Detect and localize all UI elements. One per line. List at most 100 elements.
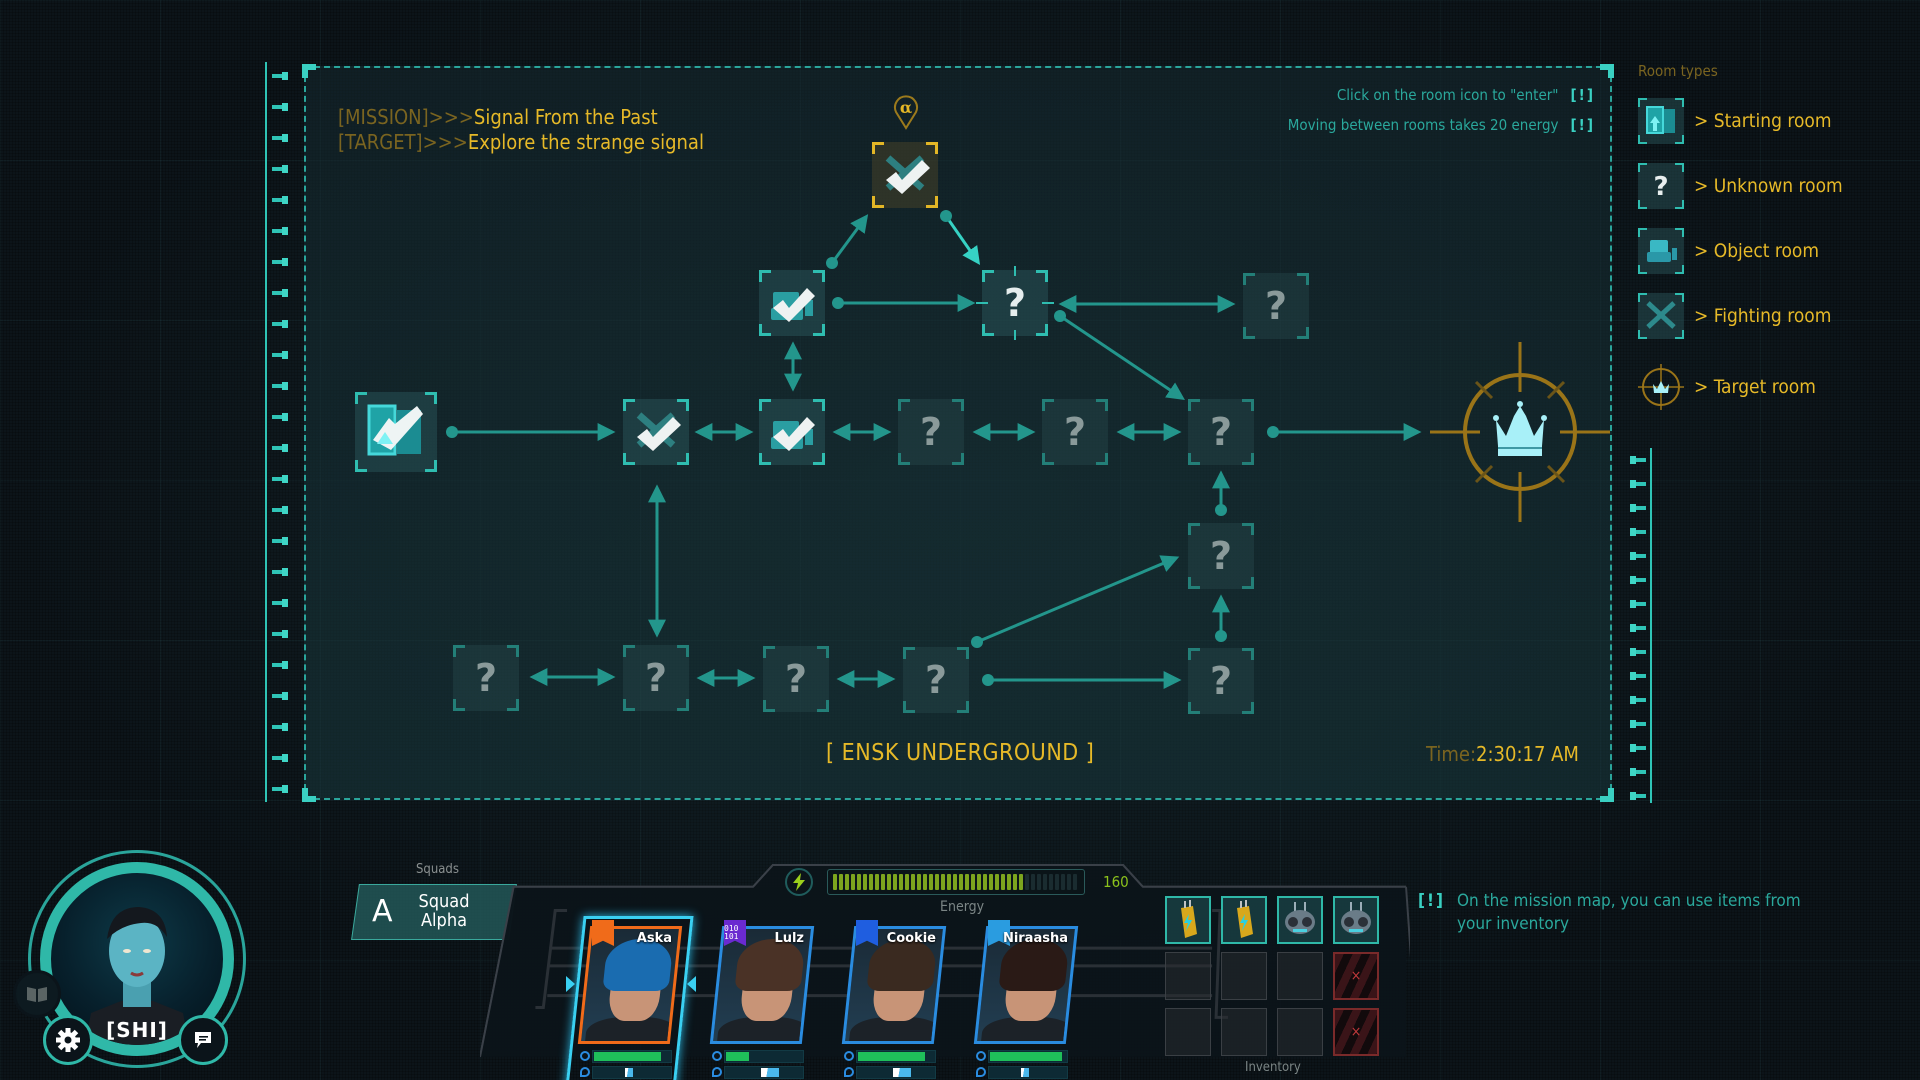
book-icon: [27, 987, 47, 1002]
frame-corner: [302, 788, 316, 802]
mission-tag: [MISSION]>>>: [338, 105, 474, 129]
energy-segment: [923, 874, 927, 890]
node-unknown-bottom-1[interactable]: ?: [453, 645, 519, 711]
legend-target-room: > Target room: [1632, 358, 1816, 416]
inventory-slot[interactable]: [1277, 896, 1323, 944]
inventory-slot[interactable]: [1221, 1008, 1267, 1056]
rail-tick: [272, 661, 288, 669]
inventory-slot[interactable]: [1221, 896, 1267, 944]
node-unknown-mid[interactable]: ?: [1188, 523, 1254, 589]
locked-slot-icon: ×: [1350, 1024, 1362, 1040]
member-name: Lulz: [774, 931, 804, 946]
rail-tick: [1630, 552, 1646, 560]
node-object-main[interactable]: [759, 399, 825, 465]
mission-name: Signal From the Past: [473, 105, 658, 129]
stress-bar: [976, 1066, 1068, 1079]
inventory-slot[interactable]: [1277, 952, 1323, 1000]
team-card-cookie[interactable]: Cookie: [841, 920, 947, 1080]
node-fighting-main[interactable]: [623, 399, 689, 465]
lightning-bolt-icon: [793, 873, 805, 891]
energy-segment: [989, 874, 993, 890]
energy-segment: [863, 874, 867, 890]
node-unknown-bottom-5[interactable]: ?: [1188, 648, 1254, 714]
energy-segment: [959, 874, 963, 890]
inventory-slot[interactable]: [1165, 952, 1211, 1000]
team-card-niraasha[interactable]: Niraasha: [973, 920, 1079, 1080]
rail-tick: [272, 475, 288, 483]
rail-tick: [272, 351, 288, 359]
room-types-legend: Room types > Starting room ? > Unknown r…: [1632, 62, 1918, 422]
energy-label: Energy: [940, 899, 985, 915]
energy-segment: [887, 874, 891, 890]
rail-tick: [1630, 576, 1646, 584]
energy-segment: [1001, 874, 1005, 890]
energy-segment: [1061, 874, 1065, 890]
inventory-slot[interactable]: [1165, 1008, 1211, 1056]
energy-segment: [845, 874, 849, 890]
rail-tick: [1630, 792, 1646, 800]
inventory-slot[interactable]: [1333, 896, 1379, 944]
mind-icon: [976, 1067, 986, 1077]
rail-tick: [272, 165, 288, 173]
class-badge-icon: [856, 920, 878, 946]
svg-text:?: ?: [1653, 172, 1668, 202]
arrow-right-icon: [566, 976, 575, 992]
rail-tick: [1630, 744, 1646, 752]
node-target-room[interactable]: [1430, 342, 1610, 522]
target-room-icon: [1430, 342, 1610, 522]
energy-segment: [1037, 874, 1041, 890]
rail-tick: [272, 413, 288, 421]
rail-tick: [272, 506, 288, 514]
stress-bar: [580, 1066, 672, 1079]
unknown-room-icon: ?: [644, 656, 668, 700]
energy-segment: [911, 874, 915, 890]
node-unknown-upper-adjacent[interactable]: ?: [976, 266, 1054, 340]
node-start-room[interactable]: [355, 392, 437, 472]
energy-segment: [1007, 874, 1011, 890]
node-unknown-main-3[interactable]: ?: [1188, 399, 1254, 465]
team-card-aska[interactable]: Aska: [564, 916, 696, 1080]
node-unknown-bottom-4[interactable]: ?: [903, 647, 969, 713]
chat-button[interactable]: [178, 1015, 228, 1065]
node-unknown-main-1[interactable]: ?: [898, 399, 964, 465]
node-unknown-upper-right[interactable]: ?: [1243, 273, 1309, 339]
energy-segment: [899, 874, 903, 890]
energy-segment: [953, 874, 957, 890]
svg-text:α: α: [900, 98, 912, 117]
node-unknown-bottom-3[interactable]: ?: [763, 646, 829, 712]
node-unknown-main-2[interactable]: ?: [1042, 399, 1108, 465]
inventory-slot[interactable]: ×: [1333, 952, 1379, 1000]
current-location-marker: α: [893, 94, 919, 130]
energy-segment: [977, 874, 981, 890]
settings-button[interactable]: [43, 1015, 93, 1065]
inventory-hint: [!] On the mission map, you can use item…: [1418, 891, 1801, 934]
energy-segment: [1055, 874, 1059, 890]
unknown-room-icon: ?: [924, 658, 948, 702]
legend-object-room: > Object room: [1638, 228, 1819, 274]
codex-button[interactable]: [13, 970, 61, 1018]
member-name: Aska: [636, 931, 672, 946]
left-rail: [265, 62, 267, 802]
player-name: [SHI]: [106, 1018, 168, 1042]
starting-room-icon: [1638, 98, 1684, 144]
energy-segment: [881, 874, 885, 890]
node-unknown-bottom-2[interactable]: ?: [623, 645, 689, 711]
node-object-upper[interactable]: [759, 270, 825, 336]
energy-bar: [827, 869, 1085, 895]
rail-tick: [272, 72, 288, 80]
inventory-slot[interactable]: ×: [1333, 1008, 1379, 1056]
legend-unknown-room: ? > Unknown room: [1638, 163, 1843, 209]
energy-segment: [929, 874, 933, 890]
gear-icon: [56, 1028, 80, 1052]
inventory-slot[interactable]: [1165, 896, 1211, 944]
energy-segment: [983, 874, 987, 890]
rail-tick: [1630, 624, 1646, 632]
inventory-slot[interactable]: [1221, 952, 1267, 1000]
node-top-fighting-current[interactable]: [872, 142, 938, 208]
frame-corner: [1600, 788, 1614, 802]
health-bar: [844, 1050, 936, 1063]
squad-letter: A: [372, 894, 393, 929]
inventory-slot[interactable]: [1277, 1008, 1323, 1056]
mind-icon: [580, 1067, 590, 1077]
